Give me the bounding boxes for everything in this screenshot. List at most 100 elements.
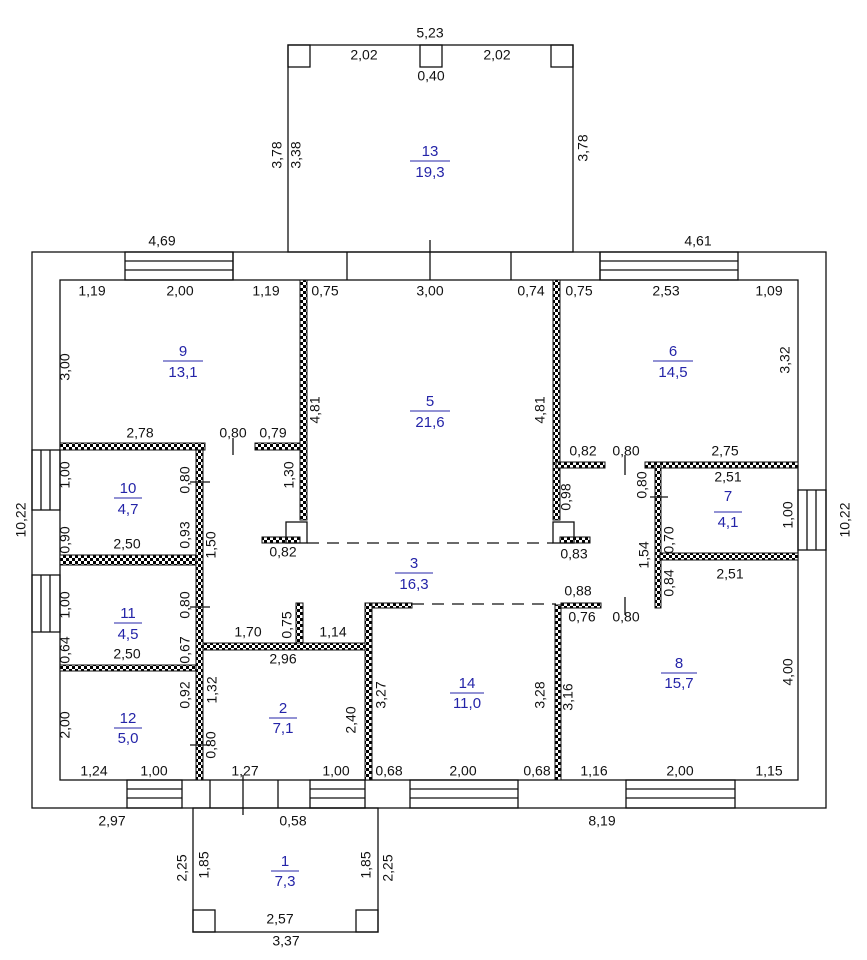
dimension-label: 2,53 <box>652 283 679 299</box>
dimension-label: 1,00 <box>57 591 73 618</box>
svg-text:5: 5 <box>426 393 434 410</box>
dimension-label: 5,23 <box>416 25 443 41</box>
room-1: 17,3 <box>271 853 299 890</box>
svg-text:13,1: 13,1 <box>168 364 197 381</box>
dimension-label: 1,70 <box>234 624 261 640</box>
dimension-label: 0,75 <box>279 611 295 638</box>
dimension-label: 0,80 <box>177 466 193 493</box>
dimension-label: 4,81 <box>307 396 323 423</box>
dimension-label: 1,50 <box>203 531 219 558</box>
dimension-label: 4,81 <box>532 396 548 423</box>
dimension-label: 3,78 <box>575 134 591 161</box>
dimension-label: 0,80 <box>612 443 639 459</box>
dimension-label: 0,80 <box>203 731 219 758</box>
dimension-label: 2,40 <box>343 706 359 733</box>
svg-text:3: 3 <box>410 555 418 572</box>
dimension-label: 2,51 <box>714 469 741 485</box>
dimension-label: 3,37 <box>272 933 299 949</box>
svg-text:1: 1 <box>281 853 289 870</box>
dimension-label: 2,00 <box>166 283 193 299</box>
dimension-label: 0,80 <box>612 609 639 625</box>
dimension-label: 0,79 <box>259 425 286 441</box>
dimension-label: 1,32 <box>204 676 220 703</box>
dimension-label: 2,25 <box>380 854 396 881</box>
svg-text:16,3: 16,3 <box>399 576 428 593</box>
dimension-label: 0,80 <box>219 425 246 441</box>
dimension-label: 0,68 <box>375 763 402 779</box>
svg-text:8: 8 <box>675 655 683 672</box>
room-12: 125,0 <box>114 710 142 747</box>
dimension-label: 1,00 <box>57 461 73 488</box>
svg-text:7,3: 7,3 <box>275 873 296 890</box>
svg-text:15,7: 15,7 <box>664 675 693 692</box>
dimension-label: 0,67 <box>177 636 193 663</box>
svg-text:21,6: 21,6 <box>415 414 444 431</box>
dimension-label: 1,00 <box>140 763 167 779</box>
dimension-label: 2,50 <box>113 536 140 552</box>
dimension-label: 1,24 <box>80 763 107 779</box>
dimension-label: 0,64 <box>57 636 73 663</box>
dimension-label: 2,97 <box>98 813 125 829</box>
svg-text:4,1: 4,1 <box>718 514 739 531</box>
dimension-label: 0,83 <box>560 546 587 562</box>
dimension-label: 0,80 <box>634 471 650 498</box>
dimension-label: 0,84 <box>661 569 677 596</box>
dimension-label: 1,19 <box>252 283 279 299</box>
svg-text:11: 11 <box>120 605 136 622</box>
room-6: 614,5 <box>653 343 693 381</box>
svg-text:19,3: 19,3 <box>415 164 444 181</box>
room-5: 521,6 <box>410 393 450 431</box>
room-13: 13 19,3 <box>410 143 450 181</box>
dimension-label: 2,00 <box>666 763 693 779</box>
dimension-label: 1,27 <box>231 763 258 779</box>
room-3: 316,3 <box>395 555 433 593</box>
dimension-label: 0,80 <box>177 591 193 618</box>
dimension-label: 0,98 <box>558 483 574 510</box>
dimension-label: 1,54 <box>636 541 652 568</box>
dimension-label: 2,78 <box>126 425 153 441</box>
dimension-label: 3,27 <box>373 681 389 708</box>
dimension-label: 2,50 <box>113 646 140 662</box>
dimension-label: 1,16 <box>580 763 607 779</box>
dimension-label: 0,90 <box>57 526 73 553</box>
svg-text:10: 10 <box>120 480 137 497</box>
dimension-label: 0,76 <box>568 609 595 625</box>
dimension-label: 2,00 <box>57 711 73 738</box>
dimension-label: 0,82 <box>569 443 596 459</box>
dimension-label: 0,88 <box>564 583 591 599</box>
dimension-label: 0,82 <box>269 544 296 560</box>
dimension-label: 8,19 <box>588 813 615 829</box>
dimension-label: 0,75 <box>311 283 338 299</box>
room-8: 815,7 <box>661 655 697 692</box>
room-11: 114,5 <box>114 605 142 643</box>
dimension-label: 1,30 <box>281 461 297 488</box>
dimension-label: 3,00 <box>416 283 443 299</box>
dimension-label: 1,19 <box>78 283 105 299</box>
dimension-label: 4,00 <box>780 658 796 685</box>
dimension-label: 1,85 <box>196 851 212 878</box>
svg-text:5,0: 5,0 <box>118 730 139 747</box>
dimension-label: 1,15 <box>755 763 782 779</box>
svg-text:7,1: 7,1 <box>273 720 294 737</box>
svg-text:11,0: 11,0 <box>453 695 481 712</box>
dimension-label: 3,00 <box>57 353 73 380</box>
svg-text:14: 14 <box>459 675 476 692</box>
dimension-label: 3,28 <box>532 681 548 708</box>
svg-text:2: 2 <box>279 700 287 717</box>
room-9: 913,1 <box>163 343 203 381</box>
svg-text:14,5: 14,5 <box>658 364 687 381</box>
dimension-label: 4,61 <box>684 233 711 249</box>
dimension-label: 2,75 <box>711 443 738 459</box>
dimension-label: 2,02 <box>483 47 510 63</box>
svg-text:13: 13 <box>422 143 439 160</box>
dimension-label: 1,09 <box>755 283 782 299</box>
dimension-label: 0,75 <box>565 283 592 299</box>
room-2: 27,1 <box>269 700 297 737</box>
dimension-label: 2,96 <box>269 651 296 667</box>
dimension-label: 0,74 <box>517 283 544 299</box>
room-7: 74,1 <box>714 488 742 531</box>
dimension-label: 4,69 <box>148 233 175 249</box>
dimension-label: 0,93 <box>177 521 193 548</box>
